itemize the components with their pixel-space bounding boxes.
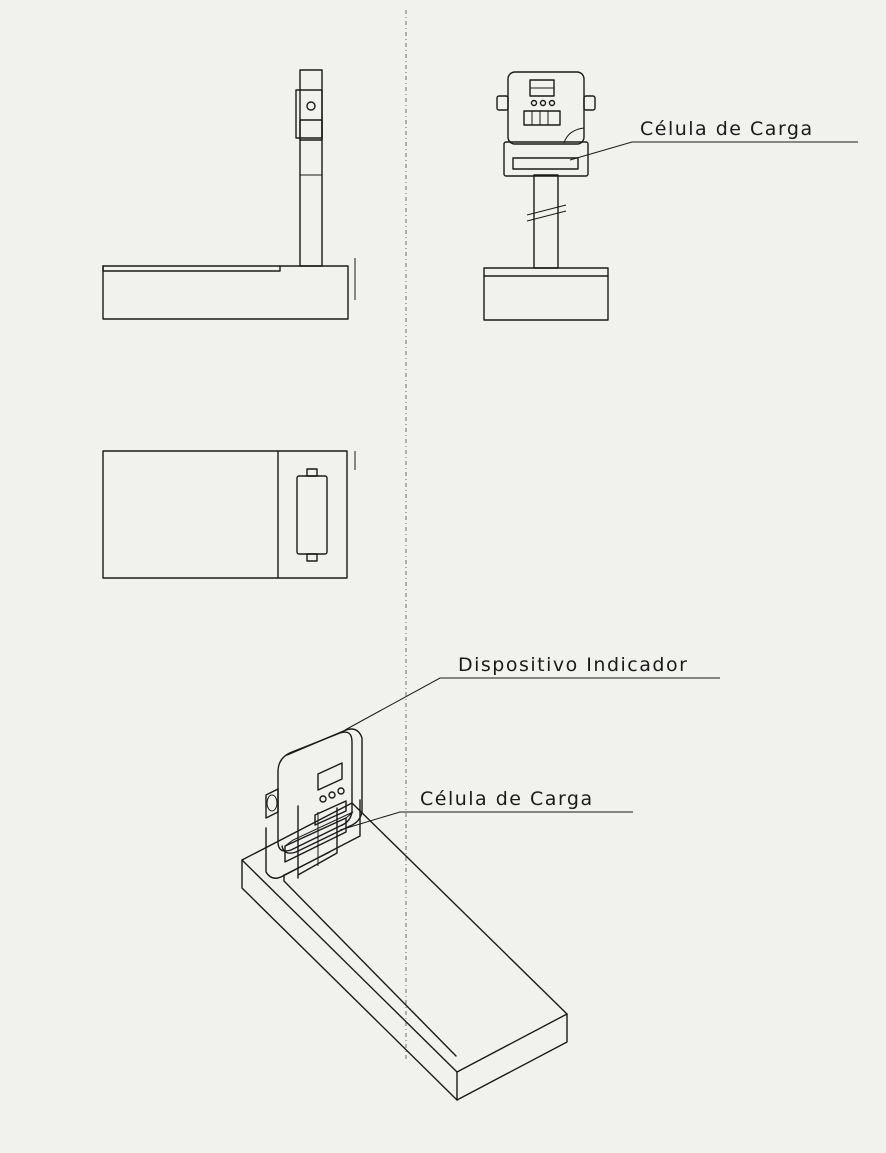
leader-load-cell-top (569, 141, 858, 161)
iso-base-left-face (241, 859, 458, 1101)
label-load-cell-iso: Célula de Carga (420, 788, 594, 810)
top-view-platform (102, 450, 348, 579)
side-view-knob-icon (306, 101, 316, 111)
front-view-column (533, 174, 559, 269)
top-view-bolt-bottom (306, 553, 318, 562)
label-indicator: Dispositivo Indicador (458, 654, 689, 676)
iso-button-3 (337, 787, 345, 795)
front-view-load-cell-bracket (503, 141, 589, 177)
front-view-load-cell (512, 157, 579, 170)
side-view-column (299, 119, 323, 267)
side-view-head (299, 69, 323, 141)
leader-indicator (344, 677, 720, 731)
iso-load-cell-block (284, 817, 347, 863)
side-view-platform (102, 265, 281, 272)
label-load-cell-top: Célula de Carga (640, 118, 814, 140)
iso-platform-edge (283, 874, 457, 1057)
iso-bracket (265, 799, 361, 879)
leader-load-cell-iso (339, 811, 633, 831)
iso-knob-cap (266, 794, 278, 812)
front-view-button-2 (539, 99, 547, 107)
front-view (483, 71, 858, 321)
iso-indicator-display (317, 762, 343, 791)
iso-button-2 (328, 791, 336, 799)
front-view-indicator-corner (563, 127, 585, 144)
iso-base-right-face (456, 1013, 568, 1101)
iso-knob-icon (265, 788, 279, 819)
side-view-indicator-housing (295, 89, 323, 139)
side-view-base (102, 265, 349, 320)
iso-keypad (314, 800, 347, 826)
top-view-load-cell (296, 475, 328, 555)
front-view-button-1 (530, 99, 538, 107)
front-view-left-knob (496, 95, 509, 111)
iso-load-cell-top (284, 811, 354, 847)
front-view-cut-mark-2 (526, 210, 567, 222)
front-view-right-knob (583, 95, 596, 111)
iso-indicator-face (277, 731, 353, 852)
front-view-indicator-body (507, 71, 585, 145)
top-view (102, 450, 356, 579)
isometric-view (241, 677, 720, 1101)
side-view (102, 69, 356, 320)
front-view-button-3 (548, 99, 556, 107)
top-view-bolt-top (306, 468, 318, 477)
iso-indicator-back (281, 728, 363, 854)
front-view-cut-mark-1 (526, 204, 567, 216)
iso-button-1 (319, 795, 327, 803)
front-view-keypad (523, 110, 561, 126)
